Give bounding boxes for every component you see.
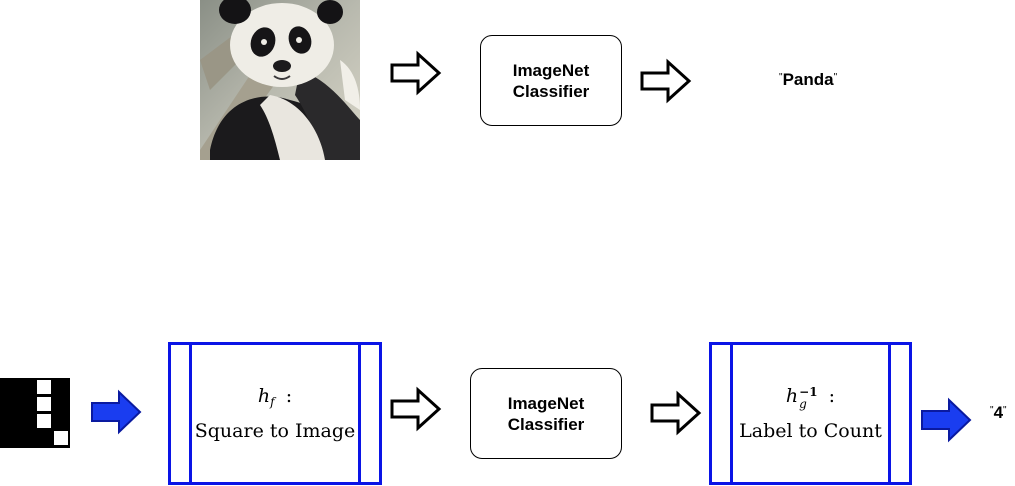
square-grid-image xyxy=(0,378,70,448)
hg-superscript: −1 xyxy=(799,384,818,399)
hg-symbol: h xyxy=(785,385,799,408)
hf-colon: : xyxy=(285,385,293,408)
panda-photo xyxy=(200,0,360,160)
outline-arrow-icon xyxy=(640,58,692,104)
blue-arrow-icon xyxy=(91,389,142,435)
output-label-panda: "Panda" xyxy=(779,70,837,90)
output-label-count: "4" xyxy=(990,403,1007,423)
outline-arrow-icon xyxy=(650,390,702,436)
imagenet-classifier-box-top: ImageNet Classifier xyxy=(480,35,622,126)
classifier-label-line1: ImageNet xyxy=(512,60,590,80)
classifier-label-line1: ImageNet xyxy=(507,393,585,413)
hf-function-box: hf : Square to Image xyxy=(168,342,382,485)
output-text: 4 xyxy=(993,403,1004,422)
hf-symbol: h xyxy=(257,385,271,408)
output-text: Panda xyxy=(782,70,834,89)
outline-arrow-icon xyxy=(390,386,442,432)
hg-colon: : xyxy=(828,385,836,408)
hf-description: Square to Image xyxy=(194,419,356,442)
quote-open: " xyxy=(779,72,783,83)
outline-arrow-icon xyxy=(390,50,442,96)
imagenet-classifier-box-bottom: ImageNet Classifier xyxy=(470,368,622,459)
quote-close: " xyxy=(833,72,838,83)
blue-arrow-icon xyxy=(921,397,972,443)
hg-subscript: g xyxy=(799,396,807,411)
hg-description: Label to Count xyxy=(739,419,882,442)
hf-subscript: f xyxy=(270,395,275,410)
quote-close: " xyxy=(1003,405,1007,416)
classifier-label-line2: Classifier xyxy=(512,81,590,101)
classifier-label-line2: Classifier xyxy=(507,414,585,434)
quote-open: " xyxy=(990,405,994,416)
